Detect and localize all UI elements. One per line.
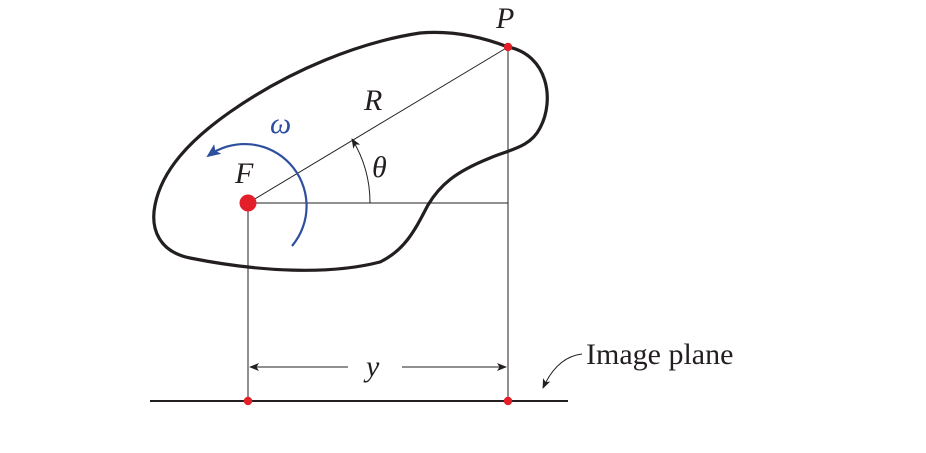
label-y: y: [363, 350, 380, 383]
image-plane-leader: [542, 353, 583, 389]
label-omega: ω: [270, 107, 291, 140]
angle-arc: [351, 138, 371, 204]
label-image-plane: Image plane: [586, 338, 733, 371]
body-outline: [152, 30, 549, 272]
label-p: P: [495, 2, 514, 35]
label-f: F: [234, 157, 254, 190]
label-r: R: [363, 84, 382, 117]
label-theta: θ: [372, 151, 387, 184]
projection-point-p: [503, 396, 513, 406]
projection-point-f: [243, 396, 253, 406]
point-p-marker: [503, 42, 513, 52]
rotation-arrow: [206, 142, 308, 247]
radius-line: [247, 46, 509, 204]
focus-point: [239, 194, 257, 212]
